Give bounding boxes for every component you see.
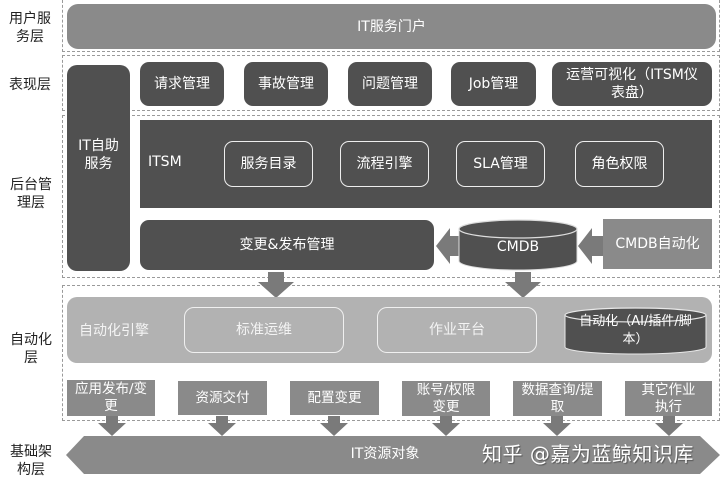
arrow-cmdb-to-change-icon — [436, 228, 460, 264]
job-platform[interactable]: 作业平台 — [377, 307, 537, 353]
itsm-label: ITSM — [148, 154, 182, 170]
it-self-service-label: IT自助服务 — [78, 138, 119, 172]
presentation-item-job[interactable]: Job管理 — [451, 62, 536, 106]
it-service-portal-label: IT服务门户 — [357, 18, 426, 35]
arrow-cmdb-to-automation-icon — [505, 272, 541, 298]
it-self-service[interactable]: IT自助服务 — [67, 65, 130, 271]
arrow-task-config-change-icon — [320, 416, 348, 436]
task-data-query[interactable]: 数据查询/提取 — [513, 381, 602, 416]
presentation-item-label: 运营可视化（ITSM仪表盘） — [566, 67, 698, 101]
layer-label-automation: 自动化层 — [10, 332, 52, 366]
cmdb-database[interactable] — [458, 219, 578, 271]
arrow-change-to-automation-icon — [258, 272, 294, 298]
task-label: 数据查询/提取 — [521, 381, 594, 415]
standard-ops-label: 标准运维 — [236, 322, 292, 338]
presentation-item-label: 请求管理 — [154, 76, 210, 92]
change-release-label: 变更&发布管理 — [239, 237, 335, 253]
it-resource-objects-bar[interactable] — [66, 435, 720, 475]
itsm-module-workflow-engine[interactable]: 流程引擎 — [340, 141, 429, 187]
layer-label-backend: 后台管理层 — [10, 177, 52, 211]
cmdb-automation[interactable]: CMDB自动化 — [603, 219, 712, 269]
presentation-item-label: 问题管理 — [362, 76, 418, 92]
itsm-module-label: SLA管理 — [473, 156, 528, 172]
it-service-portal[interactable]: IT服务门户 — [67, 4, 716, 49]
standard-ops[interactable]: 标准运维 — [184, 307, 344, 353]
watermark: 知乎 @嘉为蓝鲸知识库 — [482, 442, 694, 466]
itsm-module-role-permission[interactable]: 角色权限 — [575, 141, 664, 187]
task-label: 账号/权限变更 — [416, 381, 476, 415]
presentation-item-incident[interactable]: 事故管理 — [244, 62, 328, 106]
presentation-item-problem[interactable]: 问题管理 — [348, 62, 432, 106]
arrow-task-app-release-icon — [98, 416, 126, 436]
it-resource-objects-label: IT资源对象 — [350, 446, 420, 462]
layer-label-presentation: 表现层 — [9, 77, 51, 93]
task-label: 资源交付 — [195, 390, 250, 406]
change-release-management[interactable]: 变更&发布管理 — [140, 220, 434, 270]
presentation-item-request[interactable]: 请求管理 — [140, 62, 224, 106]
task-app-release[interactable]: 应用发布/变更 — [67, 380, 155, 416]
cmdb-label: CMDB — [496, 239, 540, 255]
task-label: 配置变更 — [307, 390, 362, 406]
presentation-item-label: 事故管理 — [258, 76, 314, 92]
layer-label-user-service: 用户服务层 — [9, 11, 51, 45]
task-account-permission[interactable]: 账号/权限变更 — [402, 381, 490, 416]
itsm-module-label: 角色权限 — [591, 156, 648, 172]
task-label: 应用发布/变更 — [74, 381, 148, 414]
arrow-task-resource-delivery-icon — [208, 416, 236, 436]
itsm-module-label: 流程引擎 — [356, 156, 413, 172]
itsm-module-sla[interactable]: SLA管理 — [456, 141, 545, 187]
task-other-jobs[interactable]: 其它作业执行 — [625, 381, 712, 416]
arrow-task-data-query-icon — [543, 416, 571, 436]
task-resource-delivery[interactable]: 资源交付 — [178, 381, 267, 415]
automation-engine-label: 自动化引擎 — [79, 323, 149, 339]
arrow-task-other-jobs-icon — [655, 416, 683, 436]
presentation-item-label: Job管理 — [468, 76, 519, 92]
arrow-cmdb-automation-to-cmdb-icon — [578, 228, 604, 264]
layer-label-infrastructure: 基础架构层 — [10, 444, 52, 478]
task-config-change[interactable]: 配置变更 — [290, 381, 379, 415]
itsm-module-service-catalog[interactable]: 服务目录 — [224, 141, 313, 187]
itsm-panel: ITSM 服务目录 流程引擎 SLA管理 角色权限 — [140, 120, 712, 208]
presentation-item-ops-dashboard[interactable]: 运营可视化（ITSM仪表盘） — [552, 62, 712, 106]
automation-store-database[interactable] — [564, 307, 707, 355]
itsm-module-label: 服务目录 — [240, 156, 297, 172]
arrow-task-account-permission-icon — [432, 416, 460, 436]
automation-store-label: 自动化（AI/插件/脚本） — [579, 314, 692, 347]
cmdb-automation-label: CMDB自动化 — [615, 236, 700, 252]
task-label: 其它作业执行 — [641, 381, 696, 415]
job-platform-label: 作业平台 — [429, 322, 485, 338]
